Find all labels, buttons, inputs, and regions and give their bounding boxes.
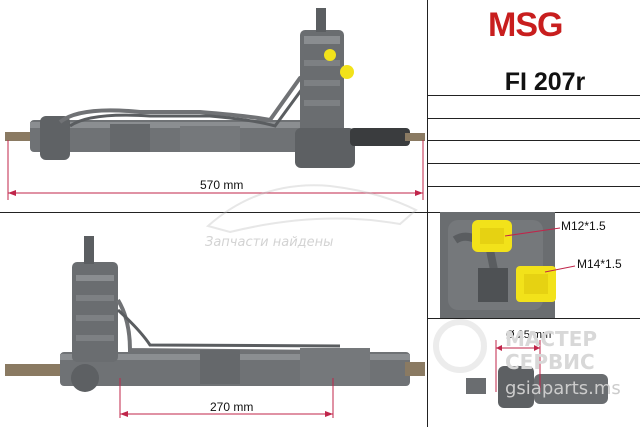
fittings-detail bbox=[440, 212, 576, 318]
top-steering-rack bbox=[5, 8, 425, 168]
watermark-logo bbox=[205, 184, 487, 373]
info-row-4 bbox=[427, 163, 640, 164]
watermark-autodoc-text: Запчасти найдены bbox=[205, 235, 334, 250]
watermark-site: gsiaparts.ms bbox=[505, 378, 621, 399]
diameter-label: Ø 25 mm bbox=[506, 329, 552, 341]
watermark-master-line2: СЕРВИС bbox=[505, 350, 595, 374]
top-length-label: 570 mm bbox=[200, 178, 244, 192]
bottom-steering-rack bbox=[5, 236, 425, 392]
info-row-5 bbox=[427, 186, 640, 187]
watermark-master-line1: МАСТЕР bbox=[505, 327, 598, 351]
product-code: FI 207r bbox=[504, 68, 586, 96]
info-row-2 bbox=[427, 118, 640, 119]
info-row-6 bbox=[427, 318, 640, 319]
brand-logo: MSG bbox=[488, 6, 563, 44]
vertical-divider bbox=[427, 0, 428, 427]
bottom-length-label: 270 mm bbox=[210, 400, 254, 414]
top-dimension-line bbox=[7, 140, 424, 200]
bottom-dimension-line bbox=[119, 378, 334, 418]
thread-label-m12: M12*1.5 bbox=[561, 219, 606, 233]
info-row-1 bbox=[427, 95, 640, 96]
thread-label-m14: M14*1.5 bbox=[577, 257, 622, 271]
shaft-detail bbox=[466, 340, 608, 408]
horizontal-divider bbox=[0, 212, 640, 213]
info-row-3 bbox=[427, 140, 640, 141]
